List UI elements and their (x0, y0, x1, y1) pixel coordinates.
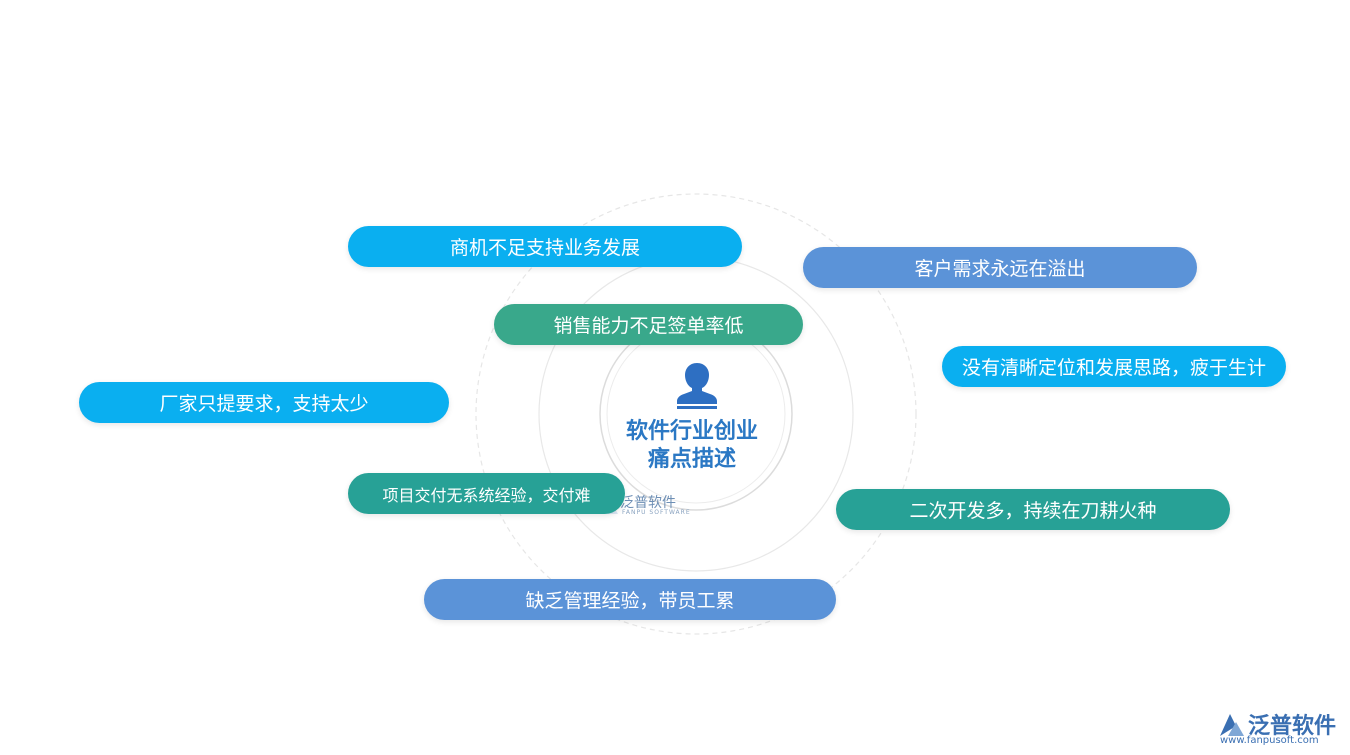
pain-point-label: 商机不足支持业务发展 (449, 237, 640, 259)
pain-point-pill: 销售能力不足签单率低 (494, 304, 803, 345)
center-title-line2: 痛点描述 (647, 447, 736, 472)
pain-point-label: 没有清晰定位和发展思路，疲于生计 (961, 357, 1266, 379)
brand-logo-icon (1220, 714, 1244, 736)
brand-name: 泛普软件 (1248, 714, 1337, 739)
pain-point-pill: 缺乏管理经验，带员工累 (424, 579, 836, 620)
pain-point-pill: 厂家只提要求，支持太少 (79, 382, 449, 423)
brand-url: www.fanpusoft.com (1220, 735, 1319, 746)
pain-point-pill: 客户需求永远在溢出 (803, 247, 1197, 288)
watermark-subtext: FANPU SOFTWARE (622, 509, 691, 516)
pain-point-pill: 没有清晰定位和发展思路，疲于生计 (942, 346, 1286, 387)
person-icon (677, 363, 717, 409)
watermark-text: 泛普软件 (620, 495, 676, 511)
pain-point-label: 厂家只提要求，支持太少 (159, 393, 369, 415)
center-title: 软件行业创业 痛点描述 (600, 418, 784, 474)
pain-point-label: 缺乏管理经验，带员工累 (525, 590, 735, 612)
pain-point-label: 销售能力不足签单率低 (553, 315, 744, 337)
pain-point-label: 项目交付无系统经验，交付难 (382, 485, 591, 505)
pain-point-pill: 商机不足支持业务发展 (348, 226, 742, 267)
center-title-line1: 软件行业创业 (625, 419, 758, 444)
pain-point-label: 二次开发多，持续在刀耕火种 (909, 500, 1157, 522)
pain-point-label: 客户需求永远在溢出 (914, 258, 1086, 280)
pain-point-pill: 二次开发多，持续在刀耕火种 (836, 489, 1230, 530)
pain-point-pill: 项目交付无系统经验，交付难 (348, 473, 625, 514)
